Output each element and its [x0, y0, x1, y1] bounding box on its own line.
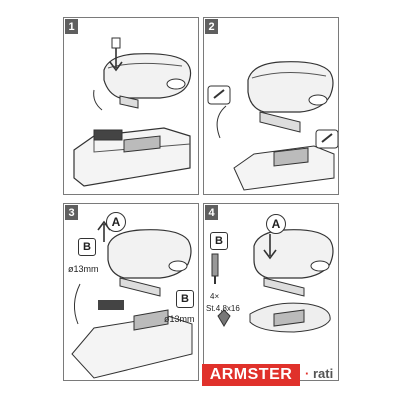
- label-b: B: [210, 232, 228, 250]
- diameter-label-left: ø13mm: [68, 264, 99, 274]
- brand-separator: ·: [305, 366, 310, 381]
- step-2-panel: 2: [203, 17, 339, 195]
- step-1-panel: 1: [63, 17, 199, 195]
- step-number: 3: [65, 205, 78, 220]
- screw-count: 4×: [210, 292, 220, 301]
- step-3-illustration: [71, 220, 193, 379]
- step-4-panel: 4 A B 4× St.4,8x16: [203, 203, 339, 381]
- diameter-label-right: ø13mm: [164, 314, 195, 324]
- step-4-illustration: [211, 229, 334, 333]
- step-number: 2: [205, 19, 218, 34]
- label-b: B: [78, 238, 96, 256]
- step-3-panel: 3 A B ø13mm B ø13mm: [63, 203, 199, 381]
- label-a: A: [266, 214, 286, 234]
- brand-logo: ARMSTER: [202, 364, 300, 386]
- label-a: A: [106, 212, 126, 232]
- step-number: 1: [65, 19, 78, 34]
- partner-name: rati: [312, 366, 334, 381]
- step-number: 4: [205, 205, 218, 220]
- step-1-illustration: [73, 37, 192, 187]
- step-2-illustration: [207, 61, 338, 191]
- partner-logo: · rati: [305, 366, 333, 381]
- screw-spec: St.4,8x16: [206, 304, 240, 313]
- label-b-right: B: [176, 290, 194, 308]
